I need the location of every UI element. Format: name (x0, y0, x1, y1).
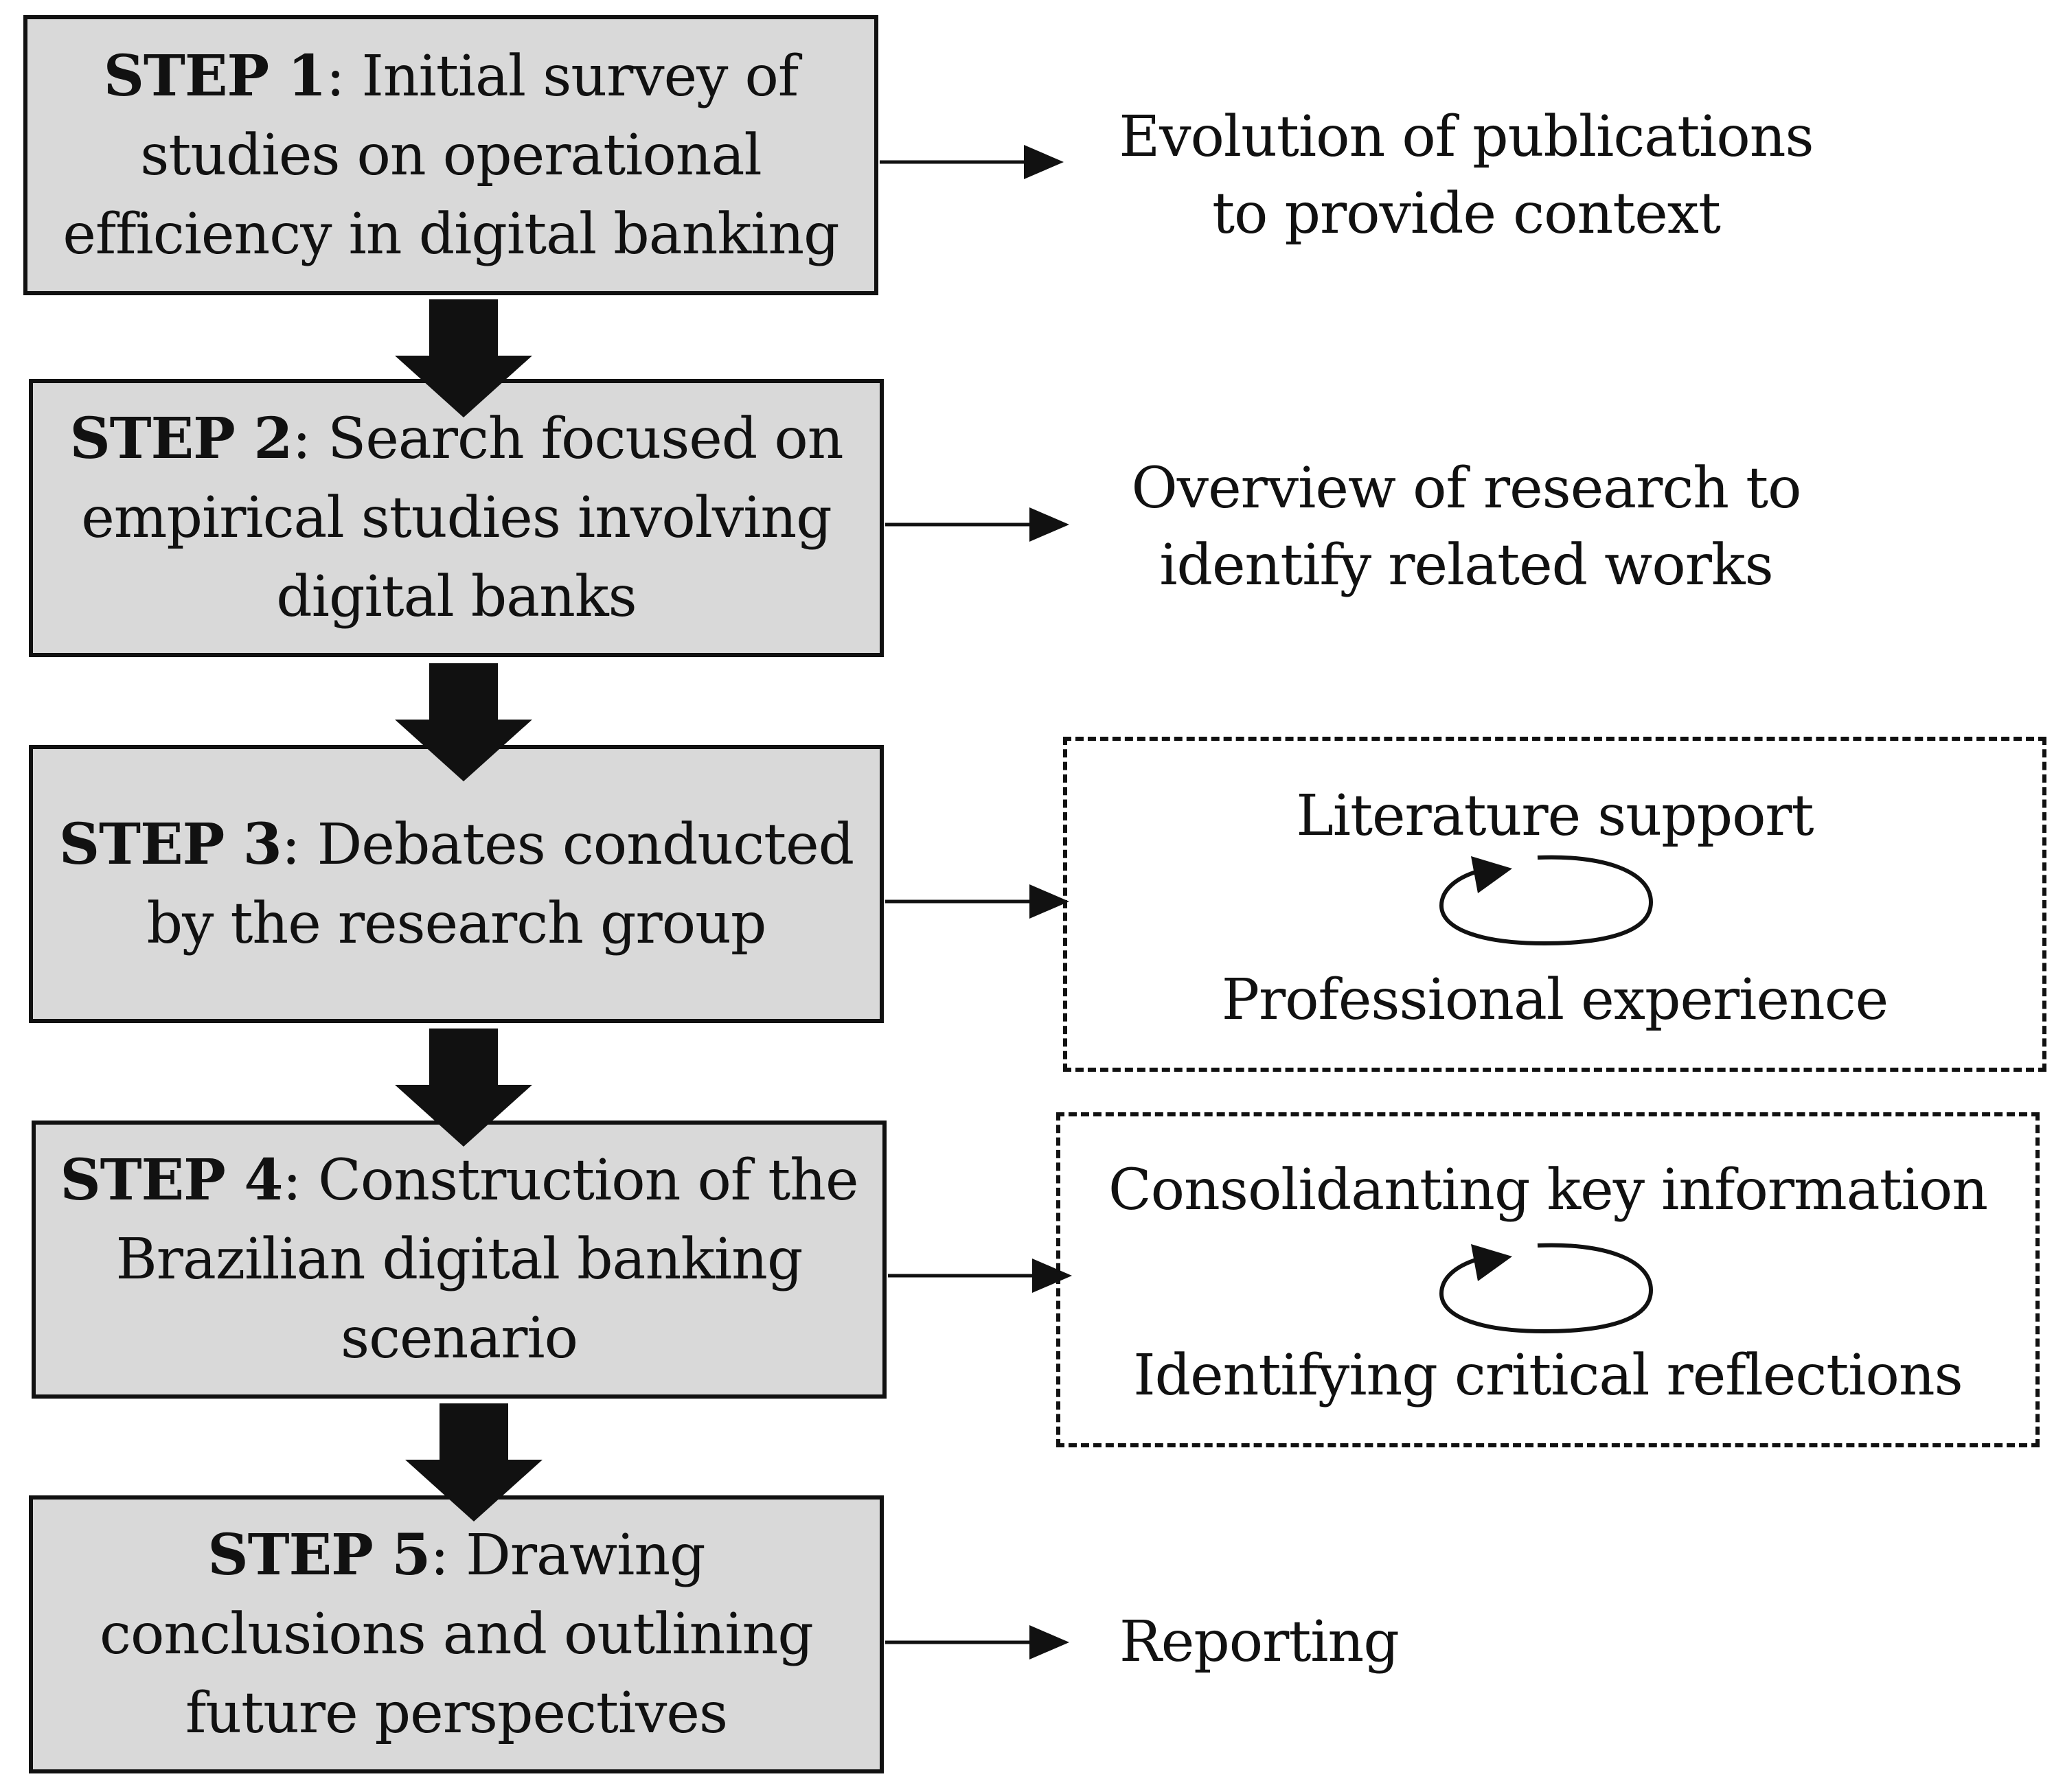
thick-down-arrow-icon (405, 1403, 543, 1521)
step-1-outcome-line-2: to provide context (1212, 181, 1721, 246)
step-2-separator: : (292, 406, 328, 472)
step-3-label: STEP 3 (58, 811, 282, 877)
step-3-separator: : (281, 812, 317, 877)
step-3-box: STEP 3: Debates conducted by the researc… (29, 745, 884, 1023)
step-2-outcome: Overview of research to identify related… (1071, 450, 1861, 604)
right-arrow-icon (888, 1259, 1072, 1293)
step-4-outcome-bottom: Identifying critical reflections (1133, 1343, 1963, 1408)
step-3-outcome-box: Literature support Professional experien… (1063, 737, 2046, 1072)
step-2-description: Search focused on empirical studies invo… (81, 406, 843, 630)
right-arrow-icon (885, 884, 1069, 919)
step-3-outcome-top: Literature support (1296, 783, 1814, 849)
step-1-separator: : (326, 43, 362, 109)
right-arrow-icon (885, 507, 1069, 542)
step-2-outcome-line-1: Overview of research to (1131, 456, 1802, 521)
step-3-text: STEP 3: Debates conducted by the researc… (45, 805, 869, 963)
step-2-box: STEP 2: Search focused on empirical stud… (29, 379, 884, 657)
step-5-outcome-line-1: Reporting (1119, 1609, 1400, 1675)
step-1-outcome-line-1: Evolution of publications (1119, 104, 1814, 170)
thick-down-arrow-icon (395, 663, 532, 781)
cycle-arrow-icon (1439, 855, 1654, 946)
step-4-label: STEP 4 (60, 1147, 283, 1213)
step-2-label: STEP 2 (69, 406, 293, 472)
step-4-outcome-box: Consolidanting key information Identifyi… (1056, 1112, 2040, 1447)
right-arrow-icon (880, 145, 1064, 179)
step-4-box: STEP 4: Construction of the Brazilian di… (32, 1121, 887, 1399)
step-4-description: Construction of the Brazilian digital ba… (115, 1148, 859, 1371)
step-2-text: STEP 2: Search focused on empirical stud… (45, 400, 869, 636)
step-1-label: STEP 1 (103, 43, 327, 109)
step-5-outcome: Reporting (1119, 1604, 1400, 1681)
step-5-label: STEP 5 (207, 1522, 431, 1588)
thick-down-arrow-icon (395, 1029, 532, 1147)
step-1-description: Initial survey of studies on operational… (62, 43, 839, 267)
step-3-outcome-bottom: Professional experience (1221, 967, 1889, 1033)
step-5-box: STEP 5: Drawing conclusions and outlinin… (29, 1495, 884, 1773)
cycle-arrow-icon (1439, 1243, 1654, 1334)
step-4-outcome-top: Consolidanting key information (1108, 1158, 1988, 1223)
step-1-text: STEP 1: Initial survey of studies on ope… (43, 37, 860, 274)
step-3-description: Debates conducted by the research group (146, 812, 855, 956)
step-5-text: STEP 5: Drawing conclusions and outlinin… (76, 1516, 838, 1753)
step-5-description: Drawing conclusions and outlining future… (100, 1523, 814, 1746)
step-1-box: STEP 1: Initial survey of studies on ope… (23, 15, 878, 295)
right-arrow-icon (885, 1625, 1069, 1659)
step-4-text: STEP 4: Construction of the Brazilian di… (45, 1141, 873, 1378)
step-5-separator: : (430, 1523, 466, 1588)
step-1-outcome: Evolution of publications to provide con… (1071, 99, 1861, 253)
thick-down-arrow-icon (395, 299, 532, 417)
step-4-separator: : (282, 1148, 319, 1213)
step-2-outcome-line-2: identify related works (1159, 533, 1773, 598)
